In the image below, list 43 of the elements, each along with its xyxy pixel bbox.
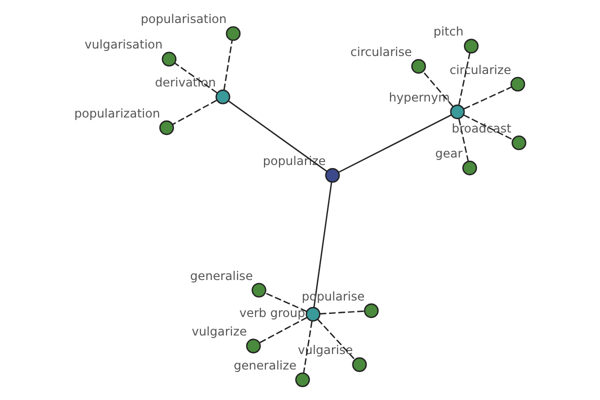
connector xyxy=(264,292,308,312)
connector xyxy=(313,182,332,308)
node-label: generalise xyxy=(190,268,253,283)
node-label: gear xyxy=(435,146,463,161)
connector xyxy=(422,71,454,108)
node-circle xyxy=(510,76,526,92)
connector xyxy=(320,310,364,314)
node-circle xyxy=(325,168,340,183)
connector xyxy=(172,100,218,125)
node-circle xyxy=(306,306,320,322)
node-circle xyxy=(226,26,241,41)
node-circle xyxy=(159,120,174,136)
node-label: verb group xyxy=(239,306,306,320)
node-circle xyxy=(216,90,230,104)
connector xyxy=(174,62,218,94)
node-label: hypernym xyxy=(388,90,450,104)
node-circle xyxy=(411,58,426,74)
connector xyxy=(464,86,512,110)
node-circle xyxy=(364,303,379,318)
node-label: circularise xyxy=(350,44,412,59)
node-circle xyxy=(462,160,478,176)
connector xyxy=(223,40,233,90)
connector xyxy=(228,100,327,172)
node-label: generalize xyxy=(234,358,296,372)
node-circle xyxy=(352,357,367,372)
node-circle xyxy=(252,282,266,298)
node-label: derivation xyxy=(155,75,216,90)
node-circle xyxy=(295,372,310,388)
node-label: vulgarize xyxy=(192,324,247,339)
node-label: pitch xyxy=(434,24,464,39)
node-label: circularize xyxy=(450,62,512,77)
connector xyxy=(303,321,313,374)
node-circle xyxy=(464,38,479,54)
node-label: popularisation xyxy=(140,12,227,26)
connector xyxy=(338,114,452,173)
node-circle xyxy=(450,104,465,120)
node-circle xyxy=(246,338,261,354)
connector xyxy=(259,316,308,344)
connector xyxy=(458,52,470,105)
node-circle xyxy=(512,135,526,150)
node-circle xyxy=(162,52,176,66)
node-label: popularization xyxy=(74,106,160,120)
node-label: vulgarisation xyxy=(84,38,163,52)
